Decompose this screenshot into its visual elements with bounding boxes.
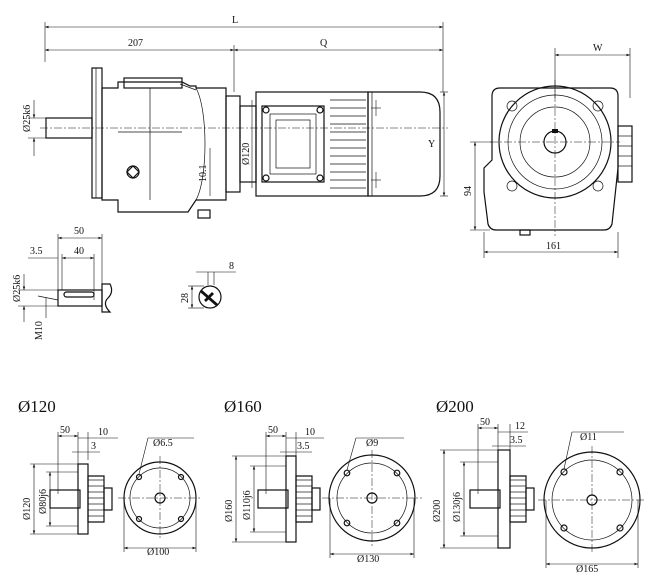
flange-outer-diameter: Ø200 — [432, 500, 443, 522]
flange-hole-diameter: Ø11 — [580, 432, 597, 443]
end-housing — [483, 87, 619, 231]
detail-shaft-diameter-label: Ø25k6 — [12, 275, 23, 302]
flange-thickness: 10 — [305, 427, 315, 438]
terminal-box — [261, 105, 325, 183]
shaft-diameter-label: Ø25k6 — [22, 105, 33, 132]
pilot-diameter-label: Ø120 — [241, 143, 252, 165]
flange-shaft-length: 50 — [480, 417, 490, 428]
key-height-label: 28 — [180, 293, 191, 303]
flange-bolt-circle: Ø165 — [576, 564, 598, 575]
shaft-detail: 50 40 3.5 Ø25k6 M10 — [12, 226, 113, 340]
flange-bolt-hole — [343, 469, 351, 477]
detail-keyway — [63, 291, 95, 298]
flange-outer-diameter: Ø120 — [22, 498, 33, 520]
flange-spigot-depth: 3 — [91, 441, 96, 452]
flange-shaft — [49, 489, 81, 509]
flange-title: Ø200 — [436, 397, 474, 416]
center-height-label: 10.1 — [198, 165, 209, 183]
thread-label: M10 — [34, 321, 45, 340]
flange-spigot-diameter: Ø110j6 — [242, 490, 253, 520]
shaft-length-label: 50 — [74, 226, 84, 237]
flange-spigot-depth: 3.5 — [510, 435, 523, 446]
flange-bolt-circle: Ø100 — [147, 547, 169, 558]
flange-shaft — [469, 489, 501, 509]
flange-thickness: 10 — [98, 427, 108, 438]
key-width-label: 8 — [229, 261, 234, 272]
flange-hole-diameter: Ø6.5 — [153, 438, 173, 449]
gear-housing — [101, 81, 227, 213]
flange-spigot-diameter: Ø80j6 — [38, 489, 49, 514]
flange-shaft-length: 50 — [268, 425, 278, 436]
flange-option-1: Ø120 50 10 3 Ø120 Ø80j6 — [18, 397, 202, 558]
shaft-section-circle — [198, 285, 222, 309]
main-view: L 207 Q Ø25k6 10.1 Ø120 — [22, 15, 448, 219]
end-motor-box — [617, 125, 633, 183]
key-section: 8 28 — [180, 261, 236, 309]
flange-hole-diameter: Ø9 — [366, 438, 378, 449]
reducer-length-label: 207 — [128, 38, 143, 49]
end-view-depth-label: 161 — [546, 241, 561, 252]
overall-length-label: L — [232, 15, 238, 26]
key-length-label: 40 — [74, 246, 84, 257]
fan-cover — [367, 91, 441, 197]
flange-bolt-hole — [560, 468, 568, 476]
flange-thickness: 12 — [515, 421, 525, 432]
end-view-height-label: 94 — [463, 186, 474, 196]
flange-title: Ø160 — [224, 397, 262, 416]
key-offset-label: 3.5 — [30, 246, 43, 257]
flange-shaft-length: 50 — [60, 425, 70, 436]
end-view-width-label: W — [593, 43, 603, 54]
motor-height-label: Y — [428, 139, 435, 150]
flange-shaft — [257, 489, 289, 509]
housing-cap — [123, 77, 183, 89]
flange-option-2: Ø160 50 10 3.5 Ø160 Ø110j6 — [224, 397, 422, 565]
flange-option-3: Ø200 50 12 3.5 Ø200 Ø130j6 — [432, 397, 646, 575]
motor-body — [255, 91, 369, 197]
end-view: W 94 161 — [463, 43, 633, 258]
flange-spigot-depth: 3.5 — [297, 441, 310, 452]
flange-bolt-hole — [135, 473, 143, 481]
adapter-ring — [225, 95, 241, 193]
motor-length-label: Q — [320, 38, 328, 49]
flange-title: Ø120 — [18, 397, 56, 416]
flange-spigot-diameter: Ø130j6 — [452, 492, 463, 522]
oil-sight-glass — [126, 165, 140, 179]
output-flange — [91, 67, 103, 199]
drain-plug — [197, 209, 211, 219]
flange-outer-diameter: Ø160 — [224, 500, 235, 522]
flange-bolt-circle: Ø130 — [357, 554, 379, 565]
